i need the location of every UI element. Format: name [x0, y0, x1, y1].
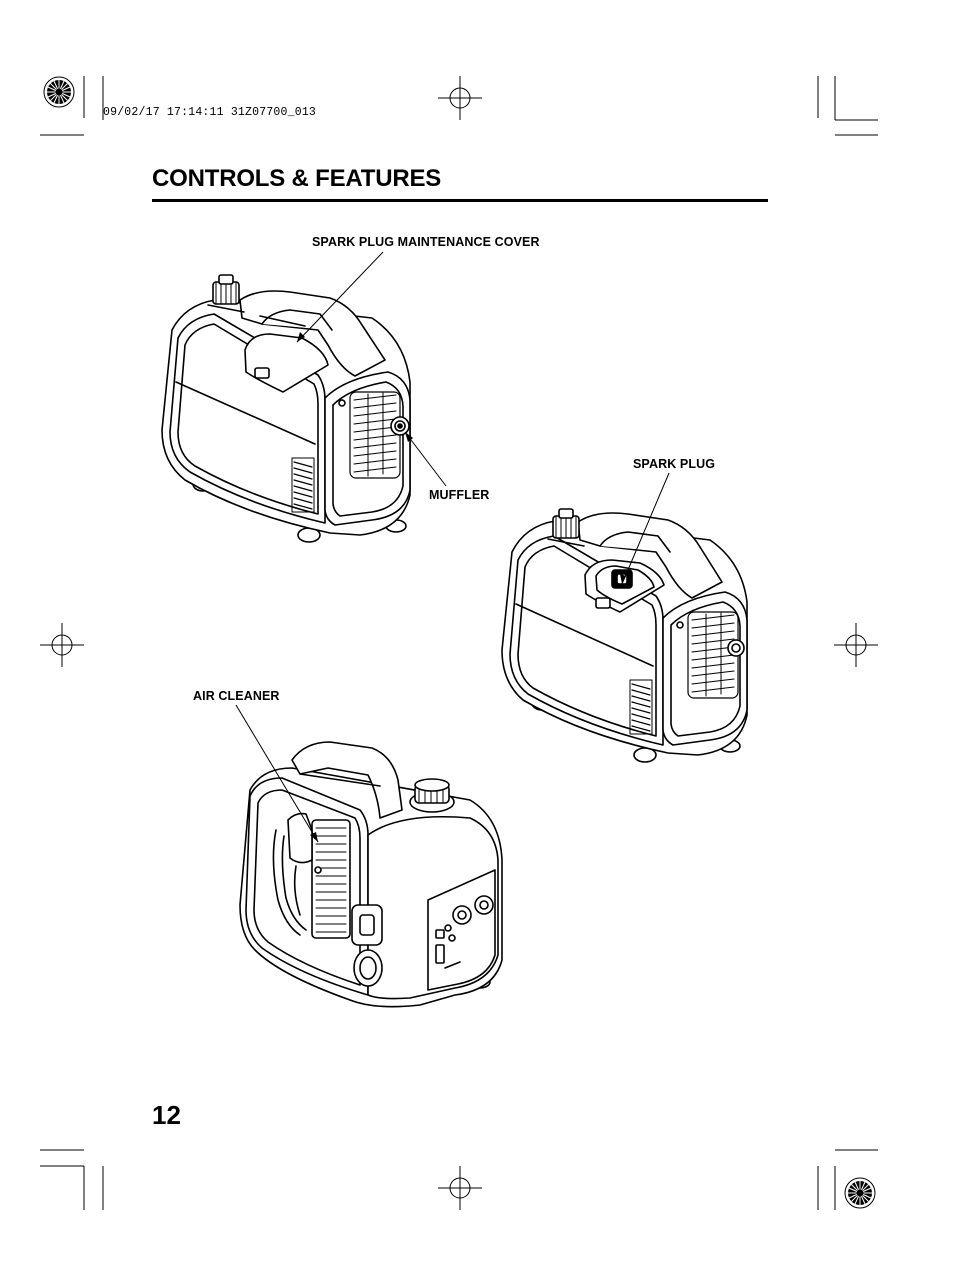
starburst-target-bottom-right [845, 1178, 875, 1208]
label-air-cleaner: AIR CLEANER [193, 689, 280, 703]
starburst-target-top-left [44, 77, 74, 107]
label-spark-plug-maintenance-cover: SPARK PLUG MAINTENANCE COVER [312, 235, 540, 249]
page-title: CONTROLS & FEATURES [152, 165, 442, 192]
title-rule [152, 199, 768, 202]
print-stamp: 09/02/17 17:14:11 31Z07700_013 [103, 106, 317, 119]
page-number: 12 [152, 1100, 181, 1130]
label-spark-plug: SPARK PLUG [633, 457, 716, 471]
label-muffler: MUFFLER [429, 488, 490, 502]
